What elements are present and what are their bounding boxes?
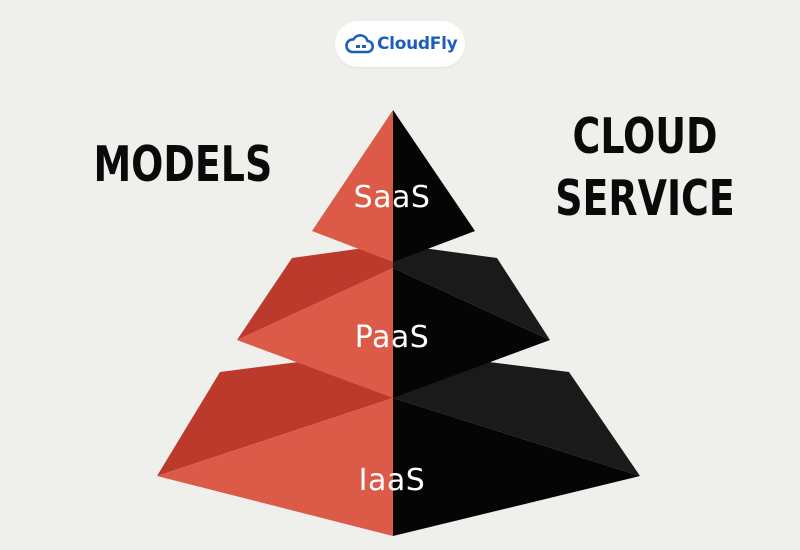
brand-logo: CloudFly xyxy=(335,21,465,67)
tier-label-saas: SaaS xyxy=(353,180,431,215)
heading-cloud-line: CLOUD xyxy=(572,108,718,165)
iaas-ledge-left xyxy=(157,350,393,476)
iaas-face-right xyxy=(393,398,640,536)
saas-face-left xyxy=(312,110,393,262)
paas-ledge-right xyxy=(393,244,550,340)
heading-cloud-service: CLOUD SERVICE xyxy=(555,106,736,230)
tier-label-paas: PaaS xyxy=(354,320,430,355)
heading-models: MODELS xyxy=(93,136,273,193)
cloud-icon xyxy=(345,34,375,54)
paas-ledge-left xyxy=(237,244,393,340)
tier-label-iaas: IaaS xyxy=(358,463,426,498)
saas-face-right xyxy=(393,110,475,262)
iaas-ledge-right xyxy=(393,350,640,476)
paas-face-right xyxy=(393,268,550,398)
heading-service-line: SERVICE xyxy=(555,170,735,227)
brand-name: CloudFly xyxy=(377,34,458,54)
iaas-face-left xyxy=(157,398,393,536)
paas-face-left xyxy=(237,268,393,398)
